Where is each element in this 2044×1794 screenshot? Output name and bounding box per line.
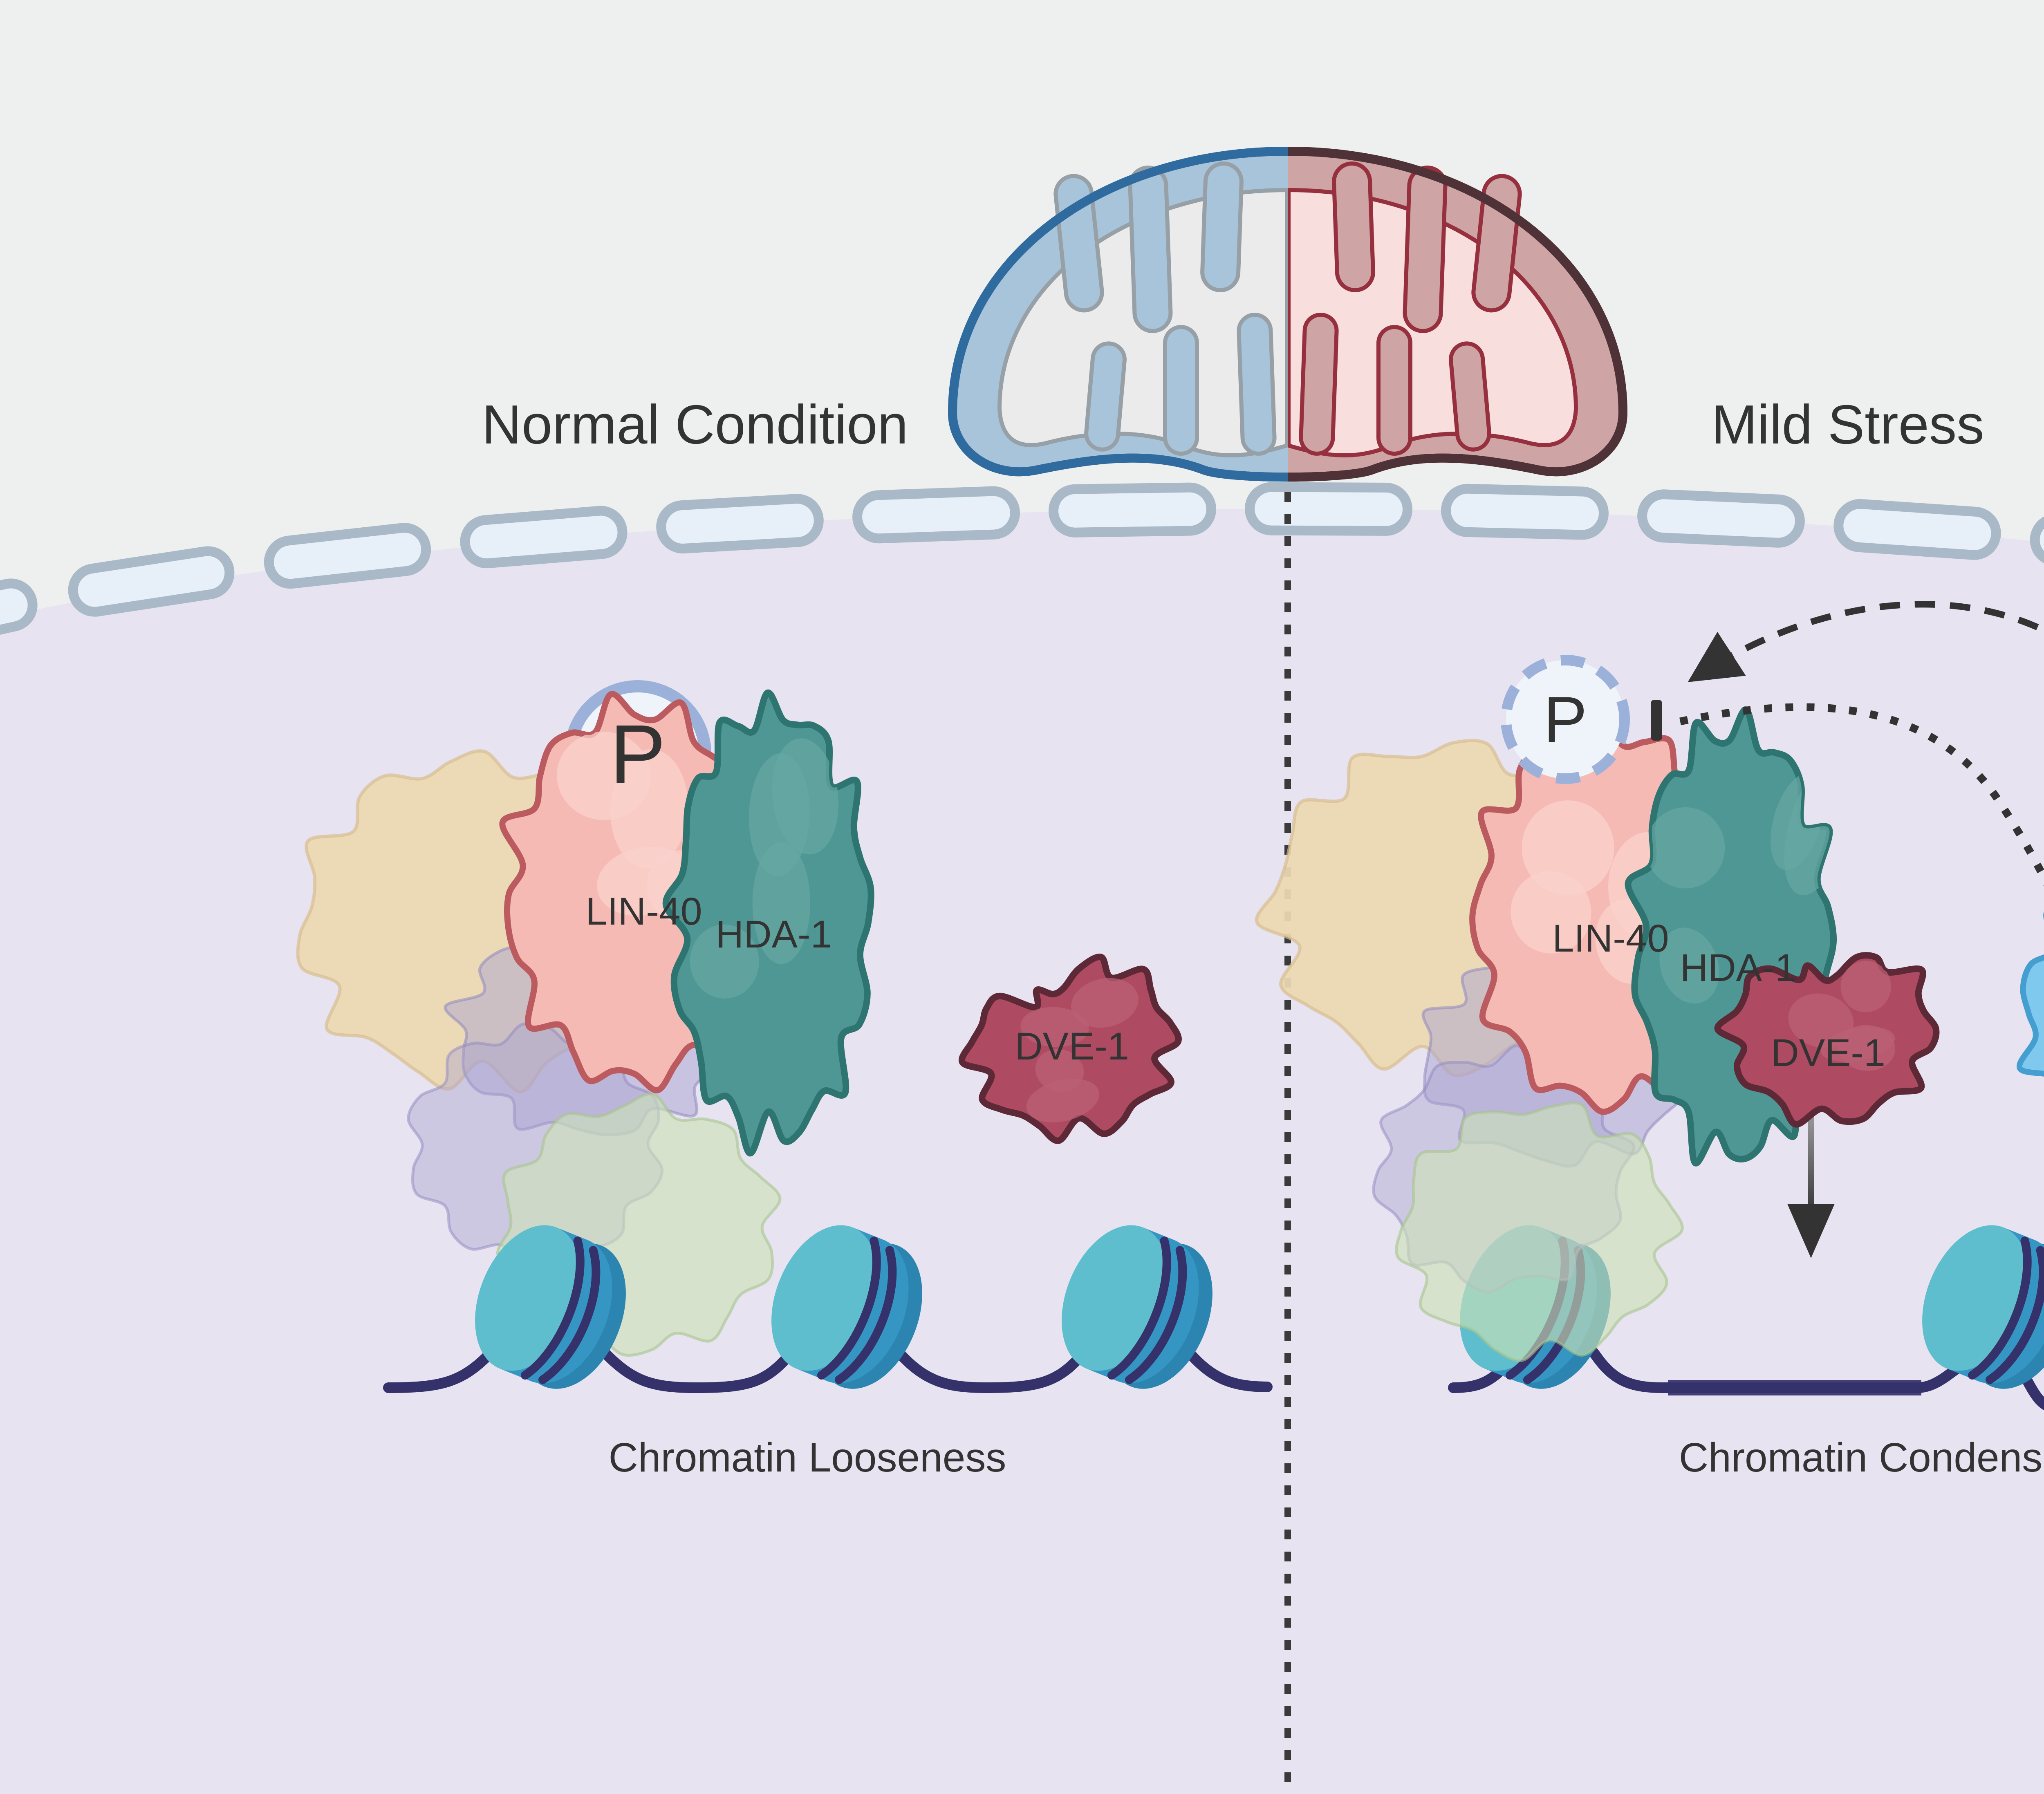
membrane-dash [2030, 513, 2044, 578]
phosphate-label-right: P [1544, 683, 1587, 756]
membrane-dash [1049, 482, 1216, 538]
membrane-dash [0, 578, 38, 657]
membrane-dash [1637, 489, 1805, 548]
chromatin [383, 1209, 2044, 1411]
panel-title-left: Normal Condition [482, 394, 908, 455]
membrane-dash [68, 546, 235, 617]
membrane-dash [1245, 482, 1412, 536]
protein-complex-left [499, 689, 1182, 1157]
cell-membrane [0, 482, 2044, 657]
inhibition-tbar-icon [1651, 700, 1662, 741]
membrane-dash [460, 506, 628, 569]
mitochondrion-normal-half [953, 151, 1288, 477]
lin40-label-left: LIN-40 [585, 890, 702, 933]
membrane-dash [1833, 499, 2001, 560]
dna-strand-right [1448, 1327, 2044, 1411]
mitochondrion [953, 151, 1623, 477]
signaling-arrows [1651, 601, 2044, 887]
hda1-label-left: HDA-1 [715, 913, 832, 956]
dve1-label-right: DVE-1 [1771, 1031, 1885, 1075]
chromatin-label-left: Chromatin Looseness [609, 1435, 1006, 1480]
nucleosomes-loose [455, 1209, 1233, 1405]
membrane-dash [852, 486, 1020, 544]
gsp2-phosphatase [2017, 912, 2044, 1077]
dve1-label-left: DVE-1 [1015, 1025, 1129, 1068]
membrane-dash [264, 523, 431, 589]
chromatin-label-right: Chromatin Condensation [1679, 1435, 2044, 1480]
panel-title-right: Mild Stress [1711, 394, 1984, 455]
hda1-label-right: HDA-1 [1680, 946, 1796, 990]
accessory-protein-green [1395, 1101, 1684, 1362]
phosphorylation-arrow-icon [1688, 601, 2044, 682]
membrane-dash [1441, 484, 1609, 540]
phosphate-circle-right [1501, 655, 1630, 784]
lin40-label-right: LIN-40 [1552, 917, 1669, 960]
membrane-dash [656, 494, 824, 553]
mitochondrion-stressed-half [1288, 151, 1623, 477]
phosphate-label-left: P [610, 708, 666, 801]
